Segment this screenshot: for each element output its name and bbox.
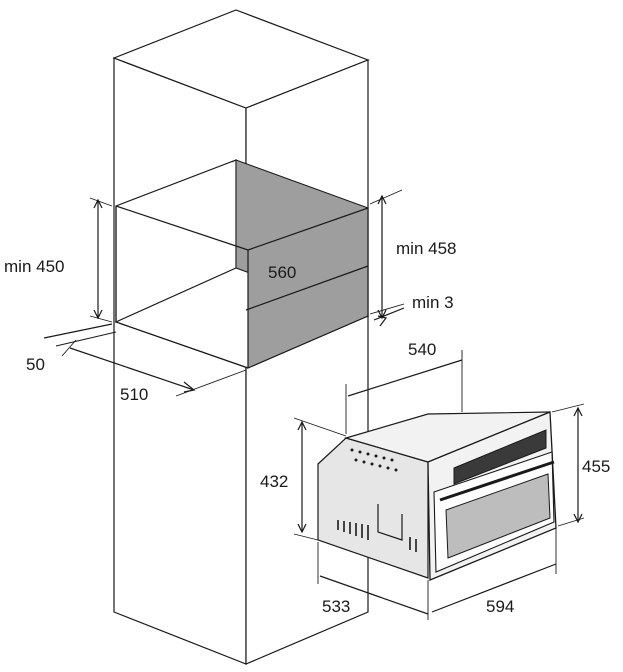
dim-tick-510-left (61, 339, 77, 357)
oven-dimensions (293, 350, 585, 620)
dim-tick-min-458-top (369, 189, 403, 205)
label-594: 594 (486, 597, 514, 616)
dim-line-510 (69, 347, 195, 391)
oven (317, 411, 557, 581)
dim-line-50 (43, 323, 113, 339)
dim-arrow-min-458-bottom (377, 309, 387, 320)
dim-tick-min-458-bottom (369, 303, 405, 315)
label-50: 50 (26, 355, 45, 374)
oven-mounting-bracket (377, 504, 403, 541)
dim-tick-432-bottom (293, 533, 319, 541)
oven-side-vents (337, 520, 417, 552)
oven-door-handle (439, 460, 555, 502)
label-min-3: min 3 (412, 293, 454, 312)
dim-line-50-ext (55, 331, 117, 347)
dim-tick-min-450-top (89, 197, 113, 207)
oven-door-window (445, 473, 551, 559)
label-432: 432 (260, 472, 288, 491)
dim-arrow-min-450-top (93, 198, 103, 209)
dim-line-594 (431, 563, 557, 613)
label-510: 510 (120, 385, 148, 404)
label-min-450: min 450 (4, 257, 64, 276)
niche-top-edge (115, 205, 249, 251)
oven-side (317, 437, 429, 579)
dim-arrow-min-450-bottom (93, 309, 103, 320)
dim-arrow-min-458-top (377, 194, 387, 205)
niche-left-edge (115, 206, 249, 369)
dim-arrow-455-top (573, 406, 583, 417)
label-540: 540 (408, 340, 436, 359)
label-min-458: min 458 (396, 239, 456, 258)
label-560: 560 (268, 263, 296, 282)
dim-arrow-min-3 (377, 315, 388, 327)
label-533: 533 (322, 597, 350, 616)
dim-arrow-455-bottom (573, 513, 583, 524)
dim-line-560 (245, 265, 369, 311)
dim-line-min-3 (373, 307, 405, 321)
dim-tick-432-top (293, 417, 347, 437)
niche-dimensions (43, 189, 405, 397)
dim-arrow-510-right (183, 381, 196, 393)
oven-top-vents (350, 448, 398, 472)
control-panel-display (453, 429, 547, 485)
niche-upper-frame (231, 159, 237, 163)
dim-tick-min-450-bottom (89, 315, 113, 323)
dim-tick-455-top (551, 403, 585, 413)
dim-arrow-432-top (297, 420, 307, 431)
dim-tick-455-bottom (557, 517, 585, 527)
label-455: 455 (582, 457, 610, 476)
dim-line-540 (347, 359, 463, 397)
dimension-labels: min 450 min 458 560 min 3 50 510 540 455… (4, 239, 610, 616)
dim-arrow-432-bottom (297, 523, 307, 534)
cabinet-front (245, 59, 369, 665)
dim-line-533 (319, 575, 429, 615)
